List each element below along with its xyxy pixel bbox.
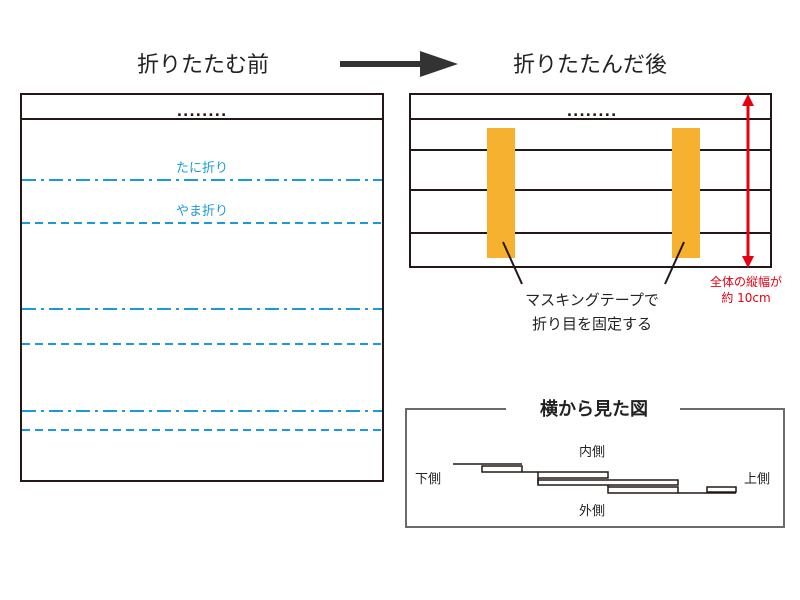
side-outer-label: 外側	[579, 504, 605, 519]
tape-pointer-line	[664, 241, 685, 285]
right-arrow-icon	[340, 51, 458, 77]
valley-fold-label: たに折り	[176, 161, 228, 176]
masking-tape-right	[672, 128, 700, 258]
before-title: 折りたたむ前	[137, 53, 269, 78]
tape-label-line1: マスキングテープで	[525, 291, 659, 309]
after-dots: ........	[567, 104, 618, 120]
tape-label-line2: 折り目を固定する	[532, 315, 652, 333]
side-lower-label: 下側	[415, 472, 441, 487]
after-panel: ........	[409, 93, 772, 268]
mountain-fold-label: やま折り	[176, 204, 228, 219]
side-view-panel: 横から見た図 内側 外側 下側 上側	[405, 398, 785, 528]
side-inner-label: 内側	[579, 444, 605, 460]
after-title: 折りたたんだ後	[513, 53, 667, 78]
height-label-line2: 約 10cm	[721, 290, 770, 305]
side-view-title: 横から見た図	[540, 398, 648, 420]
folded-layers	[453, 463, 737, 494]
masking-tape-left	[487, 128, 515, 258]
side-upper-label: 上側	[744, 472, 770, 487]
tape-pointer-line	[502, 241, 523, 285]
before-panel: ........ たに折り やま折り	[20, 93, 384, 482]
before-dots: ........	[177, 104, 228, 120]
height-label-line1: 全体の縦幅が	[710, 274, 782, 289]
